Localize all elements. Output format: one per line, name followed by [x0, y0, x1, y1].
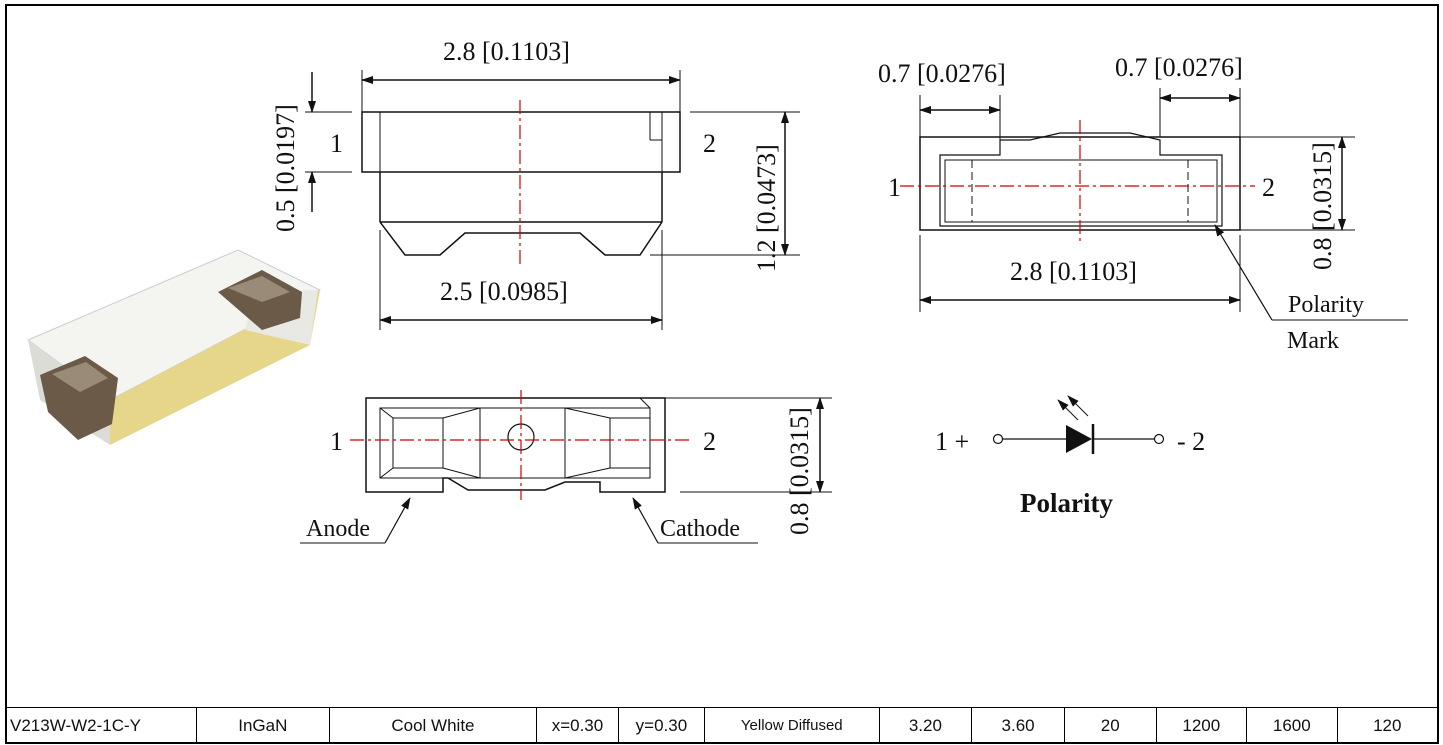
- polarity-mark-label-1: Polarity: [1288, 292, 1364, 318]
- top-pad-left-label: 0.7 [0.0276]: [878, 59, 1006, 88]
- led-photo: [26, 249, 322, 445]
- top-view: 1 2 0.7 [0.0276] 0.7 [0.0276] 0.8 [0.031…: [878, 53, 1408, 354]
- side-height-left-label: 0.5 [0.0197]: [271, 104, 300, 232]
- spec-vf-max: 3.60: [971, 707, 1065, 744]
- polarity-right-label: - 2: [1177, 427, 1205, 456]
- spec-iv-typ: 1600: [1246, 707, 1338, 744]
- top-height-label: 0.8 [0.0315]: [1308, 142, 1337, 270]
- diode-triangle: [1066, 425, 1092, 453]
- spec-iv-min: 1200: [1155, 707, 1248, 744]
- bottom-height-label: 0.8 [0.0315]: [785, 407, 814, 535]
- cathode-label: Cathode: [660, 516, 740, 542]
- side-height-right-label: 1.2 [0.0473]: [752, 144, 781, 272]
- bottom-pin-left: 1: [330, 427, 343, 456]
- top-width-label: 2.8 [0.1103]: [1010, 257, 1137, 286]
- bottom-view: 1 2 0.8 [0.0315] Anode Cathode: [300, 390, 832, 544]
- top-pad-right-label: 0.7 [0.0276]: [1115, 53, 1243, 82]
- spec-part-number: V213W-W2-1C-Y: [6, 707, 197, 744]
- side-pin-left: 1: [330, 129, 343, 158]
- pad-right: [218, 270, 302, 330]
- side-width-bottom-label: 2.5 [0.0985]: [440, 277, 568, 306]
- spec-material: InGaN: [195, 707, 330, 744]
- spec-if: 20: [1063, 707, 1157, 744]
- spec-angle: 120: [1336, 707, 1439, 744]
- spec-lens: Yellow Diffused: [704, 707, 880, 744]
- polarity-mark-label-2: Mark: [1287, 328, 1339, 354]
- spec-x: x=0.30: [536, 707, 619, 744]
- side-view: 2.8 [0.1103] 1 2 0.5 [0.0197] 1.2 [0.047…: [271, 37, 800, 330]
- side-pin-right: 2: [703, 129, 716, 158]
- bottom-pin-right: 2: [703, 427, 716, 456]
- top-pin-left: 1: [888, 173, 901, 202]
- anode-label: Anode: [306, 516, 370, 542]
- polarity-left-label: 1 +: [935, 427, 969, 456]
- top-pin-right: 2: [1262, 173, 1275, 202]
- spec-color: Cool White: [328, 707, 538, 744]
- spec-row: V213W-W2-1C-Y InGaN Cool White x=0.30 y=…: [6, 707, 1439, 744]
- polarity-caption: Polarity: [1020, 488, 1113, 518]
- spec-vf-typ: 3.20: [878, 707, 973, 744]
- spec-y: y=0.30: [617, 707, 706, 744]
- side-width-top-label: 2.8 [0.1103]: [443, 37, 570, 66]
- spec-table: V213W-W2-1C-Y InGaN Cool White x=0.30 y=…: [6, 707, 1439, 744]
- pad-left: [40, 356, 118, 440]
- polarity-symbol: 1 + - 2 Polarity: [935, 395, 1205, 518]
